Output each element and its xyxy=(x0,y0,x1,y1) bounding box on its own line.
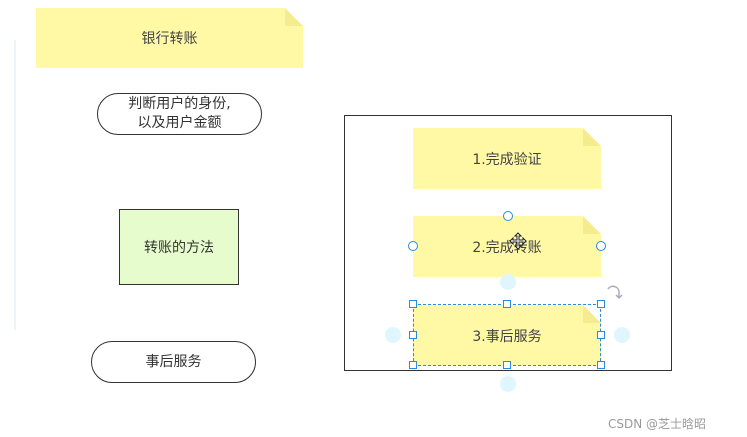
connection-point-right[interactable] xyxy=(596,241,606,251)
move-cursor-icon xyxy=(509,232,527,250)
left-margin-line xyxy=(14,40,16,330)
resize-handle-tm[interactable] xyxy=(503,300,511,308)
title-note[interactable]: 银行转账 xyxy=(36,8,303,68)
resize-handle-br[interactable] xyxy=(597,361,605,369)
resize-handle-ml[interactable] xyxy=(409,331,417,339)
ghost-point-bottom xyxy=(500,376,516,392)
resize-handle-bm[interactable] xyxy=(503,361,511,369)
watermark: CSDN @芝士晗昭 xyxy=(608,417,707,431)
transfer-method-text: 转账的方法 xyxy=(144,240,214,256)
ghost-point-right xyxy=(614,327,630,343)
step-text-1: 1.完成验证 xyxy=(472,151,542,168)
identity-pill[interactable]: 判断用户的身份, 以及用户金额 xyxy=(97,93,262,135)
identity-pill-line1: 判断用户的身份, xyxy=(128,96,231,112)
transfer-method-box[interactable]: 转账的方法 xyxy=(119,209,239,285)
rotate-handle-icon[interactable] xyxy=(605,283,623,301)
steps-frame[interactable] xyxy=(344,115,672,371)
after-service-text: 事后服务 xyxy=(145,353,202,370)
step-note-1[interactable]: 1.完成验证 xyxy=(413,128,601,189)
step-text-2: 2.完成转账 xyxy=(472,239,542,256)
identity-pill-line2: 以及用户金额 xyxy=(137,115,222,131)
connection-point-left[interactable] xyxy=(408,241,418,251)
step-note-2[interactable]: 2.完成转账 xyxy=(413,216,601,277)
title-note-text: 银行转账 xyxy=(141,31,198,47)
ghost-point-top xyxy=(500,274,516,290)
step-text-3: 3.事后服务 xyxy=(472,328,542,345)
after-service-pill[interactable]: 事后服务 xyxy=(91,341,256,383)
connection-point-top[interactable] xyxy=(503,211,513,221)
resize-handle-bl[interactable] xyxy=(409,361,417,369)
step-note-3[interactable]: 3.事后服务 xyxy=(413,305,601,366)
resize-handle-tr[interactable] xyxy=(597,300,605,308)
resize-handle-tl[interactable] xyxy=(409,300,417,308)
selection-box[interactable] xyxy=(413,304,601,366)
resize-handle-mr[interactable] xyxy=(597,331,605,339)
ghost-point-left xyxy=(385,327,401,343)
